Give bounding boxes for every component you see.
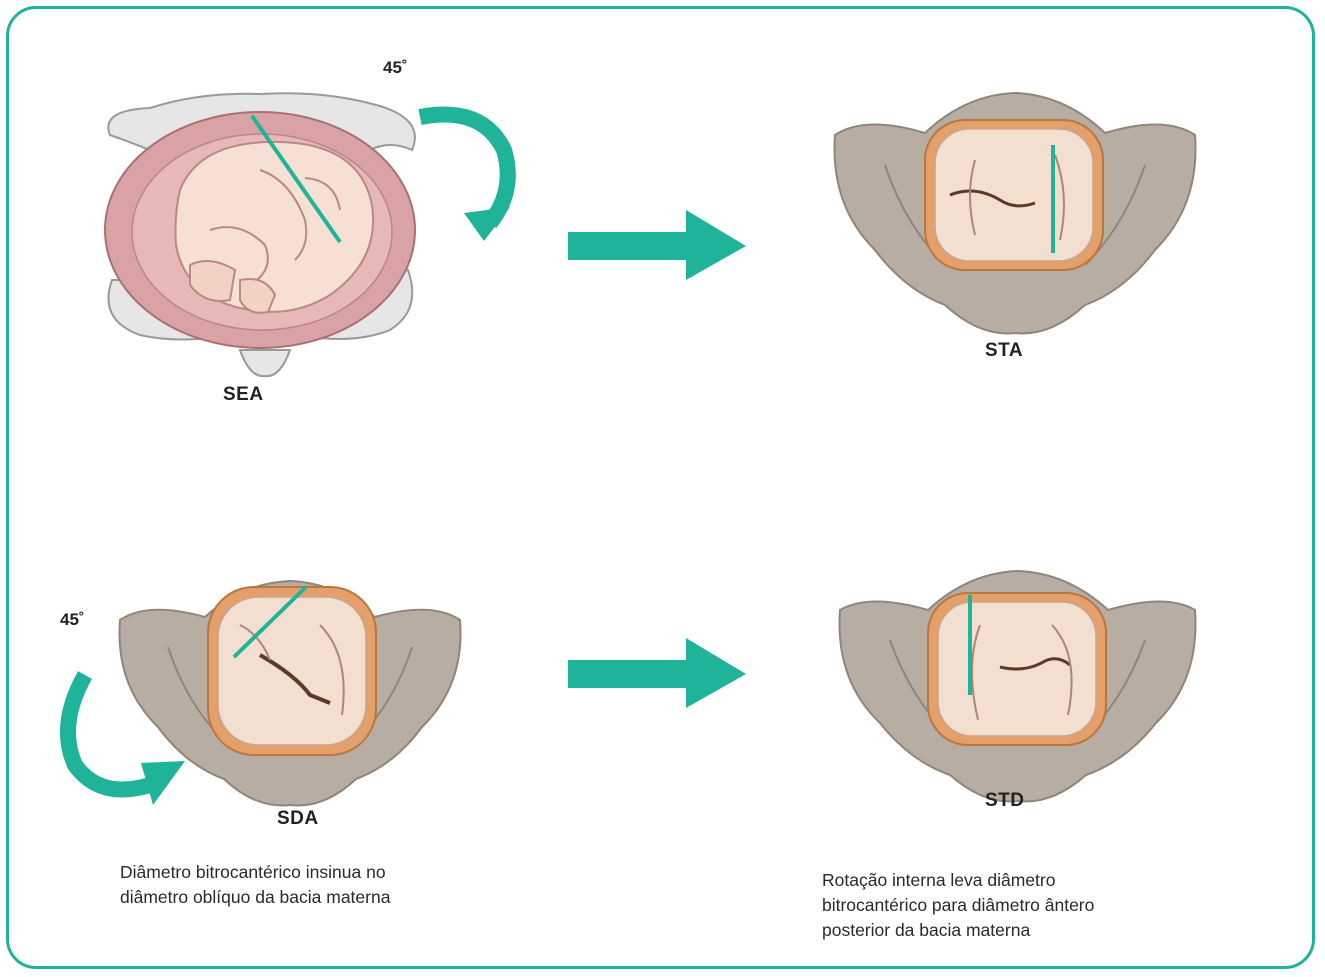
sea-label: SEA [223,384,264,406]
sda-angle-label: 45˚ [60,610,85,630]
sta-label: STA [985,340,1023,362]
std-illustration [830,555,1205,805]
transition-arrow-bottom-icon [568,638,746,708]
transition-arrow-top-icon [568,210,746,280]
caption-left-line-2: diâmetro oblíquo da bacia materna [120,885,390,910]
std-label: STD [985,790,1025,812]
sea-illustration [90,80,430,380]
sda-label: SDA [277,808,319,830]
sda-rotation-arrow-icon [55,665,195,815]
sea-rotation-arrow-icon [412,95,522,245]
sta-illustration [825,75,1205,340]
caption-left: Diâmetro bitrocantérico insinua no diâme… [120,860,390,910]
caption-right: Rotação interna leva diâmetro bitrocanté… [822,868,1094,943]
caption-left-line-1: Diâmetro bitrocantérico insinua no [120,860,390,885]
caption-right-line-1: Rotação interna leva diâmetro [822,868,1094,893]
sea-angle-label: 45˚ [383,58,408,78]
caption-right-line-3: posterior da bacia materna [822,918,1094,943]
caption-right-line-2: bitrocantérico para diâmetro ântero [822,893,1094,918]
